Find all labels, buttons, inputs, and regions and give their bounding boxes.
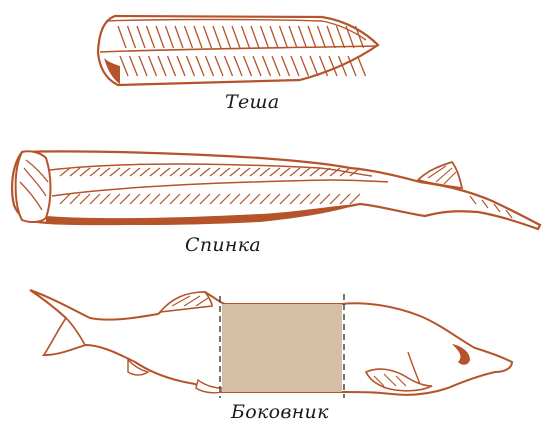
bokovnik-illustration	[30, 290, 512, 398]
tesha-illustration	[98, 16, 378, 85]
bokovnik-highlight	[222, 304, 342, 392]
caption-bokovnik: Боковник	[231, 401, 329, 423]
caption-tesha: Теша	[225, 91, 279, 113]
hatch-stroke	[358, 56, 366, 76]
spinka-illustration	[12, 151, 540, 229]
caption-spinka: Спинка	[185, 234, 261, 256]
